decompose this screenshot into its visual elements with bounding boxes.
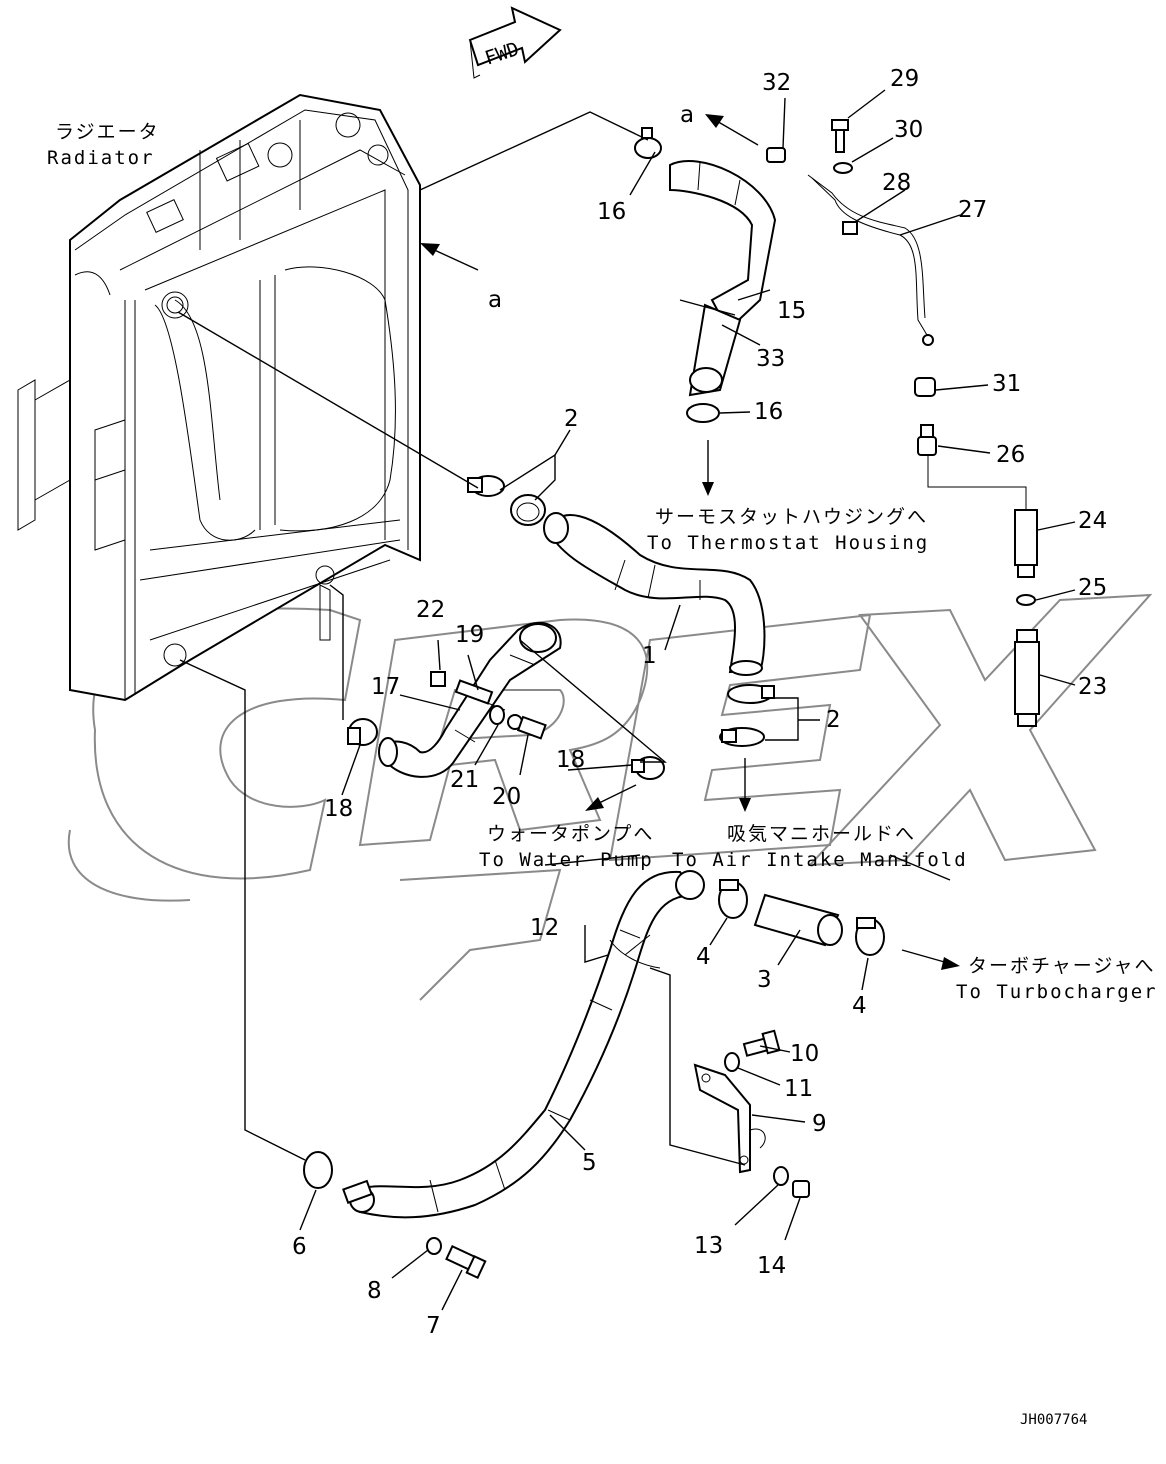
- fitting-26: [917, 424, 937, 456]
- clamp-19: [454, 679, 494, 705]
- clamp-16-mid: [686, 403, 720, 423]
- callout-31: 31: [992, 371, 1021, 397]
- turbo-label-en: To Turbocharger: [956, 981, 1158, 1003]
- watermark-logo: [67, 593, 1153, 1001]
- connector-24: [1014, 509, 1038, 578]
- callout-30: 30: [894, 117, 923, 143]
- figure-reference: JH007764: [1020, 1412, 1087, 1428]
- washer-21: [489, 705, 505, 725]
- callout-24: 24: [1078, 508, 1107, 534]
- callout-9: 9: [812, 1111, 827, 1137]
- water-pump-label-jp: ウォータポンプへ: [487, 823, 654, 845]
- callout-14: 14: [757, 1253, 786, 1279]
- hose-1: [543, 512, 766, 676]
- bolt-10: [742, 1029, 781, 1057]
- callout-21: 21: [450, 767, 479, 793]
- callout-7: 7: [426, 1313, 441, 1339]
- intake-label-jp: 吸気マニホールドへ: [727, 823, 916, 845]
- view-marker-a-radiator: a: [488, 287, 502, 313]
- clamp-2-lower-b: [719, 727, 765, 747]
- clamp-4-left: [718, 879, 748, 919]
- clamp-31: [914, 377, 936, 397]
- callout-26: 26: [996, 442, 1025, 468]
- clip-12: [609, 934, 661, 969]
- clamp-2-lower-a: [727, 684, 775, 704]
- pipe-5: [342, 870, 705, 1219]
- callout-10: 10: [790, 1041, 819, 1067]
- callout-19: 19: [455, 622, 484, 648]
- leader-26-24: [927, 455, 1027, 510]
- callout-16-mid: 16: [754, 399, 783, 425]
- callout-15: 15: [777, 298, 806, 324]
- callout-2-lower: 2: [826, 707, 841, 733]
- arrows: [420, 114, 960, 970]
- washer-13: [773, 1166, 789, 1186]
- clamp-4-right: [855, 917, 885, 956]
- callout-29: 29: [890, 66, 919, 92]
- clamp-16-top: [634, 127, 662, 159]
- destination-labels: ラジエータ Radiator サーモスタットハウジングへ To Thermost…: [47, 121, 1158, 1003]
- bolt-20: [507, 714, 547, 740]
- thermostat-label-jp: サーモスタットハウジングへ: [655, 506, 928, 528]
- washer-8: [426, 1237, 442, 1255]
- radiator-label-en: Radiator: [47, 147, 155, 169]
- callout-4-right: 4: [852, 993, 867, 1019]
- clamp-18-right: [631, 756, 665, 780]
- o-ring-25: [1016, 594, 1036, 606]
- hose-33: [688, 303, 742, 397]
- thermostat-label-en: To Thermostat Housing: [647, 532, 929, 554]
- tube-27: [807, 174, 934, 346]
- radiator-label-jp: ラジエータ: [55, 121, 160, 143]
- washer-30: [833, 162, 853, 174]
- callout-32: 32: [762, 70, 791, 96]
- turbo-label-jp: ターボチャージャへ: [968, 955, 1155, 977]
- hose-15: [669, 160, 777, 332]
- callout-28: 28: [882, 170, 911, 196]
- water-pump-label-en: To Water Pump: [479, 849, 654, 871]
- nut-22: [430, 671, 446, 687]
- leader-lines: [177, 111, 951, 1166]
- callout-13: 13: [694, 1233, 723, 1259]
- clamp-2-upper-b: [510, 494, 546, 526]
- callout-leaders: [299, 89, 1076, 1311]
- radiator-drawing: [17, 93, 421, 702]
- washer-11: [724, 1052, 740, 1072]
- callout-22: 22: [416, 597, 445, 623]
- hose-3: [753, 893, 843, 947]
- view-marker-a-top: a: [680, 102, 694, 128]
- callout-3: 3: [757, 967, 772, 993]
- clamp-18-left: [347, 718, 378, 746]
- callout-17: 17: [371, 674, 400, 700]
- fwd-arrow-icon: FWD: [468, 6, 562, 79]
- callout-20: 20: [492, 784, 521, 810]
- callout-11: 11: [784, 1076, 813, 1102]
- clamp-2-upper-a: [467, 475, 505, 497]
- bolt-29: [831, 119, 849, 153]
- callout-18-right: 18: [556, 747, 585, 773]
- hose-17: [378, 621, 562, 778]
- callout-1: 1: [642, 643, 657, 669]
- callout-18-left: 18: [324, 796, 353, 822]
- callout-25: 25: [1078, 575, 1107, 601]
- callout-27: 27: [958, 197, 987, 223]
- bolt-7: [445, 1244, 487, 1280]
- sleeve-23: [1014, 629, 1040, 727]
- callout-6: 6: [292, 1234, 307, 1260]
- callout-23: 23: [1078, 674, 1107, 700]
- callout-4-left: 4: [696, 944, 711, 970]
- intake-label-en: To Air Intake Manifold: [672, 849, 968, 871]
- callout-33: 33: [756, 346, 785, 372]
- plug-6: [303, 1151, 333, 1189]
- callout-16-top: 16: [597, 199, 626, 225]
- clamp-32: [766, 147, 786, 163]
- bracket-9: [693, 1063, 766, 1174]
- callout-2-upper: 2: [564, 406, 579, 432]
- nut-14: [792, 1180, 810, 1198]
- callout-8: 8: [367, 1278, 382, 1304]
- callout-12: 12: [530, 915, 559, 941]
- callout-numbers: 1 2 2 3 4 4 5 6 7 8 9 10 11 12 13 14 15 …: [292, 66, 1107, 1339]
- callout-5: 5: [582, 1150, 597, 1176]
